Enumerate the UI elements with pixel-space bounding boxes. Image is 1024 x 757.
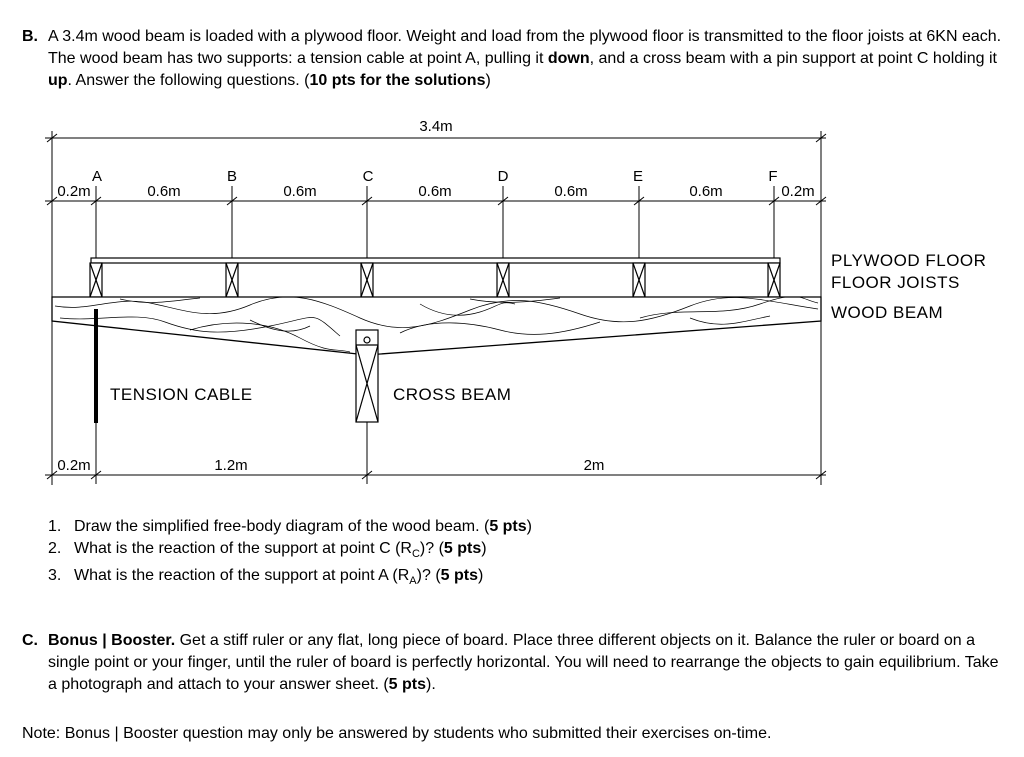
joist-d xyxy=(496,262,510,298)
problem-b-bold-down: down xyxy=(547,50,590,67)
top-dim-3: 0.6m xyxy=(418,183,451,200)
top-dim-6: 0.2m xyxy=(781,183,814,200)
overall-length-label: 3.4m xyxy=(419,118,452,135)
problem-b-text-2: , and a cross beam with a pin support at… xyxy=(589,50,997,67)
question-2-number: 2. xyxy=(48,540,62,557)
problem-b-letter: B. xyxy=(22,28,38,45)
top-dim-1: 0.6m xyxy=(147,183,180,200)
wood-grain xyxy=(54,297,819,353)
question-1: 1. Draw the simplified free-body diagram … xyxy=(48,516,532,538)
problem-b-bold-up: up xyxy=(48,72,68,89)
label-floor-joists: FLOOR JOISTS xyxy=(831,273,960,292)
problem-b-bold-pts: 10 pts for the solutions xyxy=(309,72,486,89)
label-wood-beam: WOOD BEAM xyxy=(831,303,943,322)
question-1-points: 5 pts xyxy=(489,518,527,535)
question-list: 1. Draw the simplified free-body diagram … xyxy=(48,516,532,592)
joist-lines xyxy=(95,186,775,258)
top-dim-0: 0.2m xyxy=(57,183,90,200)
problem-c: C. Bonus | Booster. Get a stiff ruler or… xyxy=(22,630,1008,696)
question-3: 3. What is the reaction of the support at… xyxy=(48,565,532,592)
top-dim-5: 0.6m xyxy=(689,183,722,200)
top-dim-2: 0.6m xyxy=(283,183,316,200)
wood-beam xyxy=(51,296,822,356)
top-dim-4: 0.6m xyxy=(554,183,587,200)
label-tension-cable: TENSION CABLE xyxy=(110,385,253,404)
problem-c-letter: C. xyxy=(22,632,38,649)
question-3-number: 3. xyxy=(48,567,62,585)
problem-b-text-1: A 3.4m wood beam is loaded with a plywoo… xyxy=(48,28,1002,67)
point-label-f: F xyxy=(768,168,777,185)
problem-b: B. A 3.4m wood beam is loaded with a ply… xyxy=(22,26,1008,92)
point-label-d: D xyxy=(498,168,509,185)
problem-c-text-1: Get a stiff ruler or any flat, long piec… xyxy=(48,632,999,693)
cross-beam xyxy=(355,329,379,423)
question-2-close: ) xyxy=(481,540,487,557)
bottom-dim-0: 0.2m xyxy=(57,457,90,474)
plywood-floor xyxy=(90,257,781,264)
question-2-text: What is the reaction of the support at p… xyxy=(74,540,412,557)
label-plywood-floor: PLYWOOD FLOOR xyxy=(831,251,986,270)
joist-c xyxy=(360,262,374,298)
overall-tick-marks xyxy=(46,133,827,143)
problem-c-text-2: ). xyxy=(426,676,436,693)
question-3-close: ) xyxy=(477,567,484,585)
question-3-mid: )? ( xyxy=(416,567,441,585)
question-2-mid: )? ( xyxy=(419,540,444,557)
note: Note: Bonus | Booster question may only … xyxy=(22,725,772,742)
question-1-number: 1. xyxy=(48,518,62,535)
bottom-dim-2: 2m xyxy=(584,457,605,474)
point-label-b: B xyxy=(227,168,237,185)
question-2: 2. What is the reaction of the support at… xyxy=(48,538,532,565)
problem-b-text-4: ) xyxy=(485,72,491,89)
joist-f xyxy=(767,262,781,298)
question-2-points: 5 pts xyxy=(443,540,482,557)
label-cross-beam: CROSS BEAM xyxy=(393,385,511,404)
point-label-a: A xyxy=(92,168,102,185)
question-3-subscript: A xyxy=(409,575,417,588)
question-1-text: Draw the simplified free-body diagram of… xyxy=(74,518,490,535)
question-3-points: 5 pts xyxy=(440,567,478,585)
problem-c-title: Bonus | Booster. xyxy=(48,632,176,649)
point-label-e: E xyxy=(633,168,643,185)
question-1-close: ) xyxy=(526,518,532,535)
joist-a xyxy=(89,262,103,298)
joist-b xyxy=(225,262,239,298)
problem-c-points: 5 pts xyxy=(388,676,427,693)
bottom-dim-1: 1.2m xyxy=(214,457,247,474)
joist-e xyxy=(632,262,646,298)
point-label-c: C xyxy=(363,168,374,185)
question-2-subscript: C xyxy=(411,548,420,561)
pin-icon xyxy=(363,336,371,344)
problem-b-text-3: . Answer the following questions. ( xyxy=(67,72,310,89)
bottom-tick-marks xyxy=(46,470,827,480)
floor-joists xyxy=(89,262,781,298)
question-3-text: What is the reaction of the support at p… xyxy=(74,567,410,585)
beam-diagram: 3.4m A B C D E F 0.2m 0.6m 0.6m 0.6m 0.6… xyxy=(45,118,986,485)
